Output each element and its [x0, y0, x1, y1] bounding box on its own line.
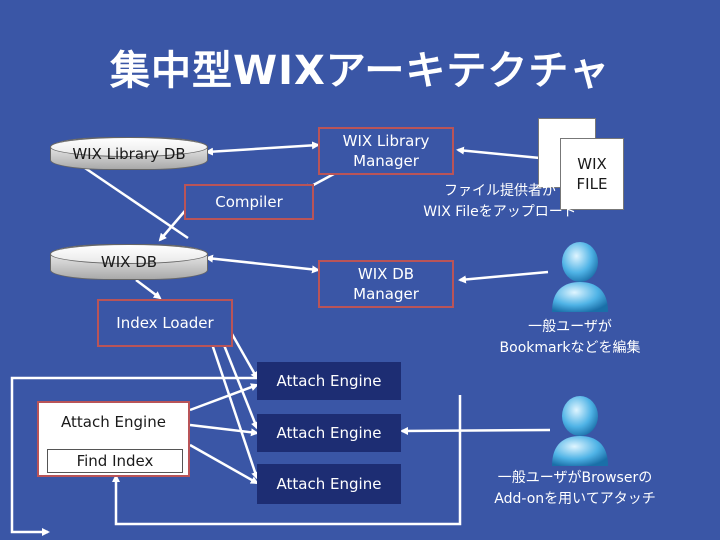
wix-file-label-2: FILE: [576, 175, 608, 193]
find-index-label: Find Index: [76, 452, 154, 470]
wix-library-db-label: WIX Library DB: [72, 144, 186, 163]
user-bookmark-caption: 一般ユーザが Bookmarkなどを編集: [480, 317, 660, 359]
attach-engine-center-1-label: Attach Engine: [276, 372, 382, 390]
arrow-leftae-ae1: [189, 383, 259, 412]
wix-db-label: WIX DB: [100, 253, 158, 271]
attach-engine-center-2-label: Attach Engine: [276, 424, 382, 442]
arrow-file-libmgr: [456, 146, 541, 160]
wix-library-db: WIX Library DB: [50, 137, 208, 170]
wix-db-manager: WIX DB Manager: [318, 260, 454, 308]
wix-library-manager-label-1: WIX Library: [342, 132, 430, 150]
user-attach-caption-line-1: 一般ユーザがBrowserの: [497, 470, 653, 486]
upload-caption-line-1: ファイル提供者が: [444, 183, 556, 199]
attach-engine-left-label: Attach Engine: [61, 413, 166, 431]
arrow-libdb-wixdb: [81, 164, 189, 240]
attach-engine-center-3-label: Attach Engine: [276, 475, 382, 493]
index-loader: Index Loader: [97, 299, 233, 347]
arrow-loader-ae3: [210, 343, 259, 480]
arrow-leftae-ae2: [189, 423, 259, 437]
upload-caption: ファイル提供者が WIX Fileをアップロード: [400, 181, 600, 223]
wix-file-doc: WIX FILE: [560, 138, 624, 210]
find-index-box: Find Index: [47, 449, 183, 473]
arrow-wixdb-indexloader: [135, 279, 162, 300]
loop-bottom: [112, 395, 462, 526]
wix-file-label-1: WIX: [577, 155, 607, 173]
loop-top: [10, 376, 257, 536]
arrow-loader-ae2: [220, 339, 259, 430]
arrow-leftae-ae3: [189, 443, 259, 485]
compiler-box: Compiler: [184, 184, 314, 220]
upload-caption-line-2: WIX Fileをアップロード: [423, 204, 577, 220]
wix-library-manager: WIX Library Manager: [318, 127, 454, 175]
wix-db-manager-label-2: Manager: [353, 285, 419, 303]
compiler-label: Compiler: [215, 193, 283, 211]
wix-library-manager-label-2: Manager: [353, 152, 419, 170]
attach-engine-center-3: Attach Engine: [257, 464, 401, 504]
slide-title: 集中型WIXアーキテクチャ: [109, 48, 611, 94]
arrow-user1-dbmgr: [458, 270, 549, 284]
user-attach-caption: 一般ユーザがBrowserの Add-onを用いてアタッチ: [470, 468, 680, 510]
user-bookmark-caption-line-2: Bookmarkなどを編集: [499, 340, 641, 356]
attach-engine-center-2: Attach Engine: [257, 414, 401, 452]
arrow-libmgr-libdb: [205, 141, 320, 156]
arrow-user2-ae2: [400, 426, 551, 435]
index-loader-label: Index Loader: [116, 314, 214, 332]
wix-db-manager-label-1: WIX DB: [357, 265, 415, 283]
user-bookmark-caption-line-1: 一般ユーザが: [528, 319, 612, 335]
user-icon: [552, 396, 608, 466]
user-icon: [552, 242, 608, 312]
arrow-wixdb-dbmgr: [205, 254, 320, 274]
user-attach-caption-line-2: Add-onを用いてアタッチ: [494, 491, 656, 507]
arrow-loader-ae1: [230, 333, 259, 380]
attach-engine-center-1: Attach Engine: [257, 362, 401, 400]
wix-db: WIX DB: [50, 244, 208, 280]
